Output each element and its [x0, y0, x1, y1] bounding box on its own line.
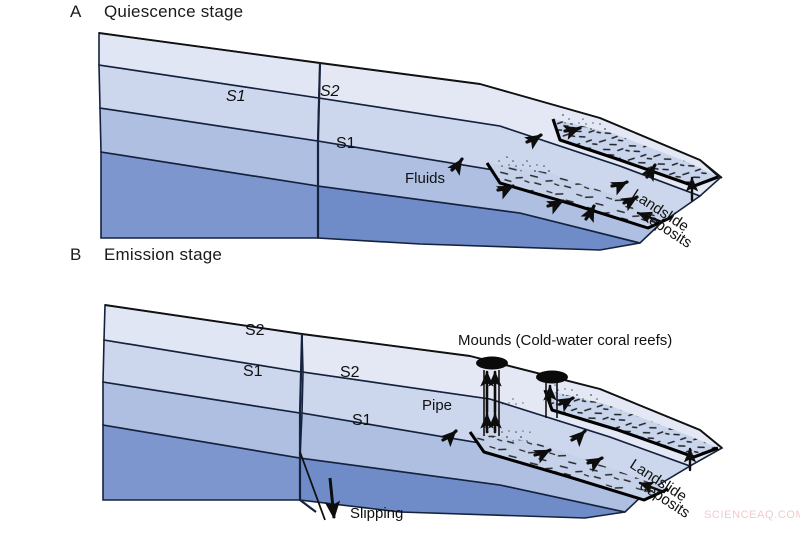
landslide-outline-lower-b: [468, 431, 669, 502]
speckle-zone-b2: [548, 383, 602, 404]
mound-cap-1: [478, 356, 506, 363]
panel-a-title: Quiescence stage: [104, 2, 244, 21]
unit-label-b-s2-left: S2: [245, 322, 265, 339]
panel-b-title: Emission stage: [104, 245, 223, 264]
panel-b-letter: B: [70, 245, 82, 264]
landslide-debris-lower-b: [470, 432, 668, 500]
landslide-pointer-arrows-b: [638, 447, 697, 494]
mound-cap-2: [538, 370, 566, 377]
fluid-arrows-a: [447, 125, 657, 224]
unit-label-b-s2-right: S2: [340, 364, 360, 381]
fault-line-b: [298, 333, 317, 513]
slipping-arrow: [324, 477, 341, 520]
landslide-pointer-arrows-a: [636, 176, 699, 224]
landslide-outline-upper-a: [551, 118, 719, 188]
landslide-debris-lower-a: [487, 163, 672, 228]
landslide-outline-lower-a: [485, 162, 673, 230]
mounds-label: Mounds (Cold-water coral reefs): [458, 332, 673, 349]
speckle-zone-a1: [497, 155, 552, 176]
panel-b-geology: [102, 304, 724, 521]
fault-extension-b: [299, 451, 326, 521]
seafloor-outline-b: [104, 304, 723, 449]
fluids-label: Fluids: [405, 170, 446, 187]
unit-label-a-s2: S2: [320, 83, 340, 100]
panel-a-letter: A: [70, 2, 82, 21]
unit-label-b-s1-left: S1: [243, 363, 263, 380]
unit-label-a-s1-right: S1: [336, 135, 356, 152]
panel-a-geology: [98, 32, 723, 251]
pipe-label: Pipe: [422, 397, 453, 414]
seafloor-outline-a: [98, 32, 723, 179]
landslide-debris-upper-b: [545, 390, 718, 457]
unit-label-a-s1-left: S1: [226, 88, 246, 105]
speckle-zone-a2: [556, 112, 608, 134]
landslide-debris-upper-a: [553, 119, 718, 186]
fluid-arrows-b: [439, 396, 604, 473]
unit-label-b-s1-right: S1: [352, 412, 372, 429]
pipe-conduit-arrows: [480, 370, 557, 434]
slipping-label: Slipping: [350, 505, 404, 522]
watermark: SCIENCEAQ.COM: [704, 509, 800, 521]
fault-line-a: [316, 62, 322, 238]
speckle-zone-b3: [500, 395, 530, 410]
